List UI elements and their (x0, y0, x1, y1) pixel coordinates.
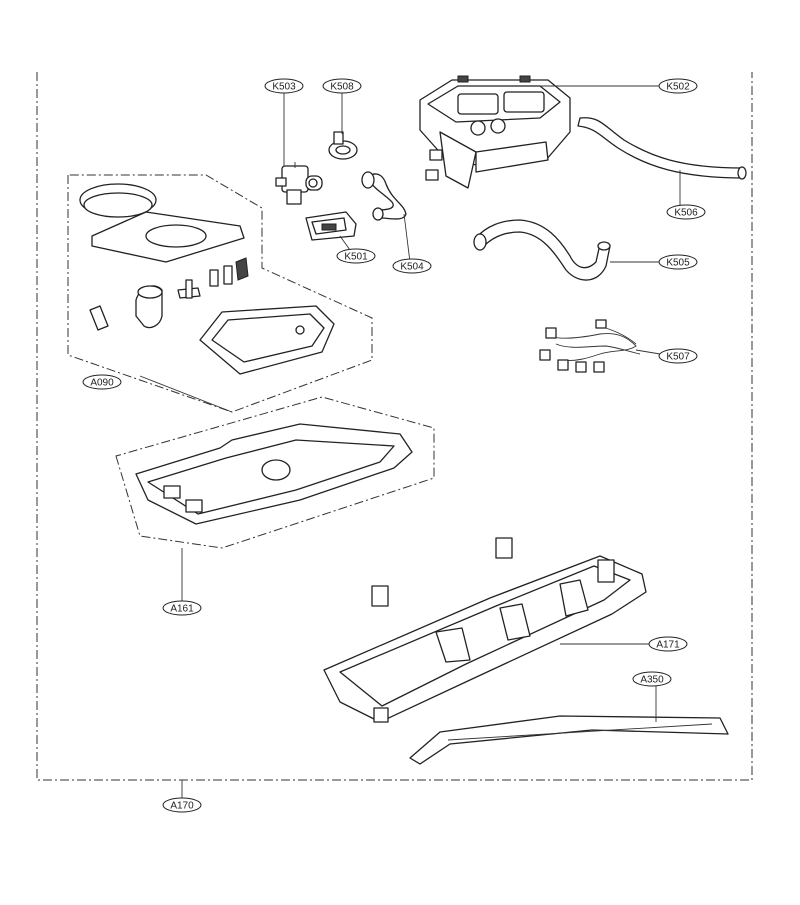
part-k503-valve (275, 162, 323, 205)
callout-a170: A170 (162, 797, 202, 813)
label-k502: K502 (666, 82, 690, 93)
assembly-boundary-a170 (36, 72, 753, 781)
callout-a161: A161 (162, 600, 202, 616)
label-k505: K505 (666, 258, 690, 269)
callout-k508: K508 (322, 78, 362, 94)
part-a090-tray (199, 305, 335, 375)
part-a090-elbow (135, 285, 163, 329)
part-k501-bracket (305, 211, 357, 241)
callout-k501: K501 (336, 248, 376, 264)
leader-lines (139, 85, 681, 800)
part-k506-long-hose (577, 117, 747, 180)
callout-a350: A350 (632, 671, 672, 687)
callout-k503: K503 (264, 78, 304, 94)
assembly-boundary-a090 (67, 174, 373, 413)
label-a170: A170 (170, 801, 194, 812)
part-a090-ring (89, 305, 109, 331)
label-k504: K504 (400, 262, 424, 273)
callout-k502: K502 (658, 78, 698, 94)
part-a161-tray (135, 423, 413, 525)
part-a171-clip-right (495, 537, 513, 559)
label-k506: K506 (674, 208, 698, 219)
label-k503: K503 (272, 82, 296, 93)
part-a171-base-frame (323, 555, 647, 723)
callout-k506: K506 (666, 204, 706, 220)
part-k502-dispenser-unit (419, 75, 571, 189)
part-a090-small-fittings (177, 257, 249, 299)
part-a350-rail (409, 715, 729, 765)
callout-k505: K505 (658, 254, 698, 270)
part-k505-curved-hose (473, 219, 611, 281)
callout-k507: K507 (658, 348, 698, 364)
part-k507-wire-harness (539, 319, 641, 373)
part-k508-clamp (328, 131, 358, 160)
label-k501: K501 (344, 252, 368, 263)
label-k507: K507 (666, 352, 690, 363)
callout-a171: A171 (648, 636, 688, 652)
label-a090: A090 (90, 378, 114, 389)
label-a350: A350 (640, 675, 664, 686)
part-k504-hose (361, 171, 407, 221)
callout-a090: A090 (82, 374, 122, 390)
label-a171: A171 (656, 640, 680, 651)
label-a161: A161 (170, 604, 194, 615)
part-a090-disc (79, 183, 157, 218)
callout-k504: K504 (392, 258, 432, 274)
part-a171-clip-left (371, 585, 389, 607)
label-k508: K508 (330, 82, 354, 93)
part-a090-cover-plate (91, 211, 245, 263)
